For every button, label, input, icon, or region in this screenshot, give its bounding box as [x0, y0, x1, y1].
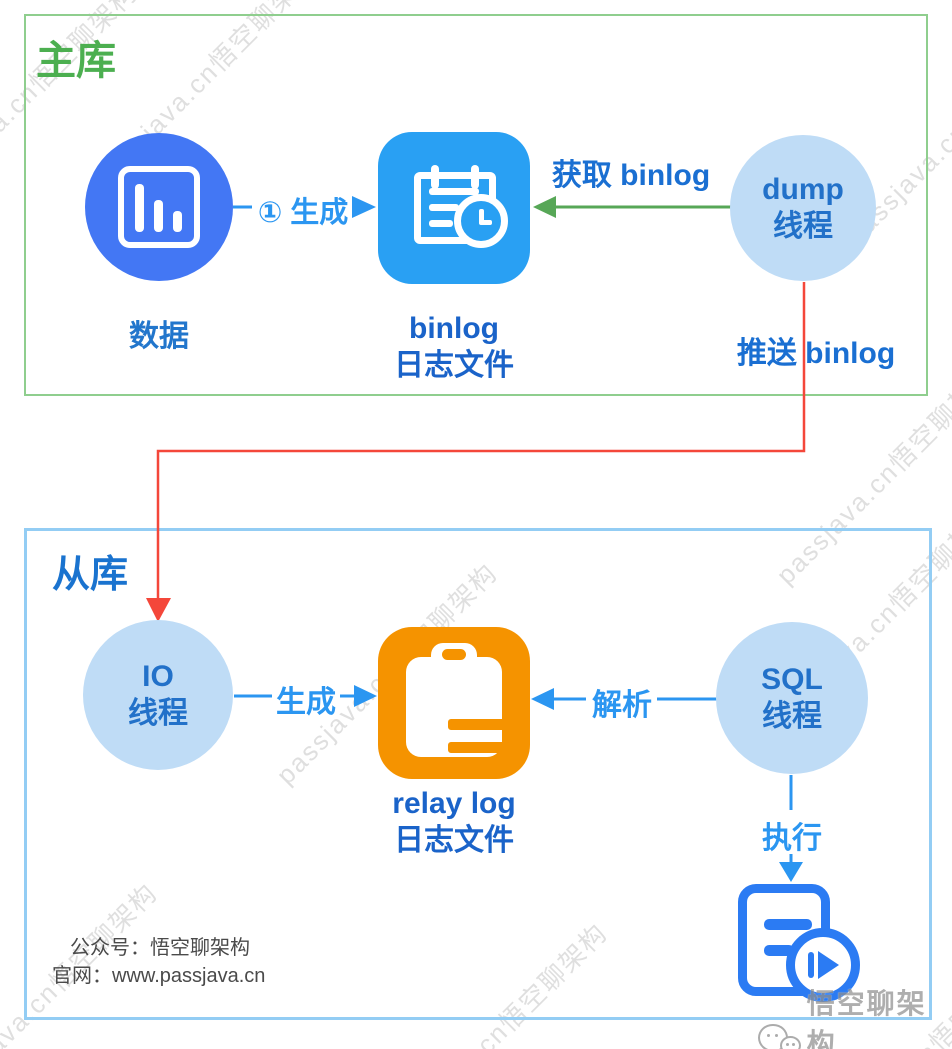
data-node-label: 数据 [129, 320, 189, 353]
brand-logo-text: 悟空聊架构 [806, 988, 927, 1049]
binlog-node-label: binlog 日志文件 [394, 312, 514, 382]
binlog-file-icon [378, 132, 530, 284]
bar-chart-icon [118, 166, 200, 248]
slave-generate-edge-label: 生成 [276, 686, 336, 719]
push-binlog-edge-label: 推送 binlog [736, 337, 896, 370]
play-icon [786, 928, 860, 1002]
dump-thread-node: dump 线程 [730, 135, 876, 281]
master-box-title: 主库 [36, 39, 116, 83]
execute-edge-label: 执行 [762, 822, 822, 855]
data-node [85, 133, 233, 281]
fetch-binlog-edge-label: 获取 binlog [551, 159, 711, 192]
relay-log-node-label: relay log 日志文件 [392, 787, 516, 857]
execute-doc-icon [738, 884, 862, 1004]
footer-website: 官网：www.passjava.cn [52, 965, 266, 987]
footer: 公众号：悟空聊架构 官网：www.passjava.cn [52, 934, 265, 990]
parse-edge-label: 解析 [592, 689, 652, 722]
brand-logo: 悟空聊架构 [758, 982, 952, 1049]
clipboard-icon [406, 657, 510, 776]
sql-thread-node: SQL 线程 [716, 622, 868, 774]
relay-log-file-icon [378, 627, 530, 779]
slave-box-title: 从库 [52, 554, 129, 596]
footer-wechat-account: 公众号：悟空聊架构 [70, 937, 250, 959]
chat-bubbles-icon [758, 1022, 801, 1049]
generate-edge-label: ① 生成 [257, 197, 349, 229]
io-thread-node: IO 线程 [83, 620, 233, 770]
clock-icon [454, 194, 508, 248]
